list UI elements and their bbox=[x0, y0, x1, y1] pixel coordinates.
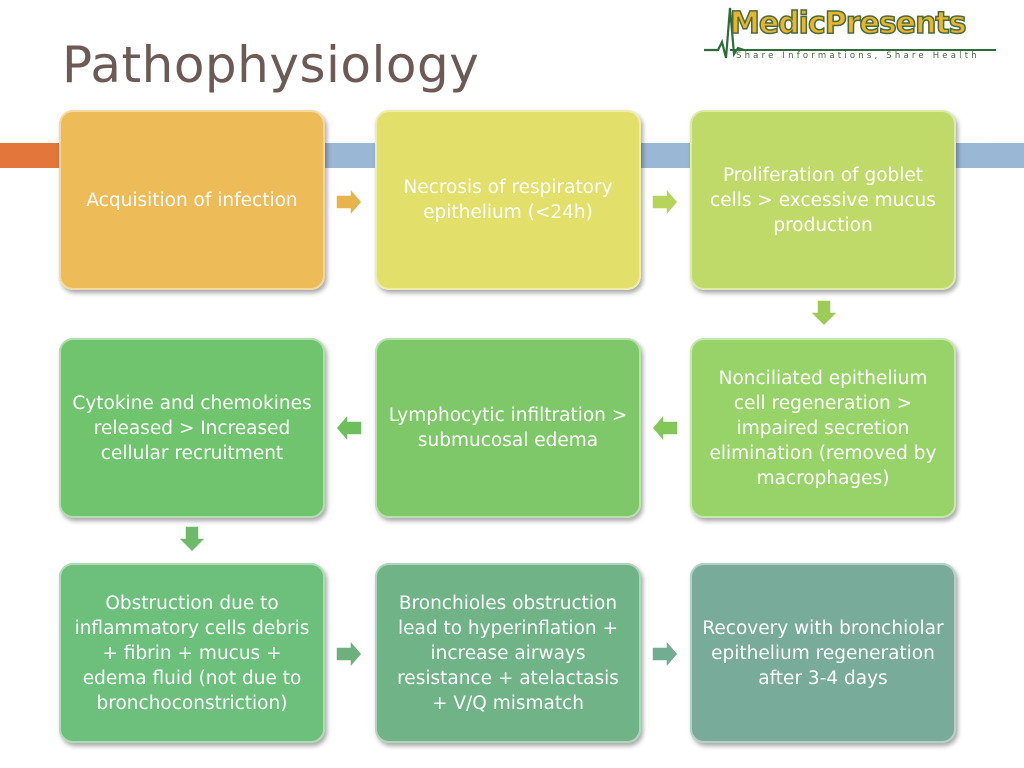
step-label-4: Nonciliated epithelium cell regeneration… bbox=[709, 367, 937, 489]
arrow-down-icon bbox=[808, 299, 840, 328]
pulse-icon bbox=[704, 7, 996, 59]
step-box-7: Obstruction due to inflammatory cells de… bbox=[59, 563, 325, 743]
arrow-left-icon bbox=[651, 412, 679, 444]
step-label-5: Lymphocytic infiltration > submucosal ed… bbox=[388, 405, 628, 451]
accent-bar-left bbox=[0, 143, 70, 168]
step-label-1: Acquisition of infection bbox=[86, 189, 298, 211]
step-label-7: Obstruction due to inflammatory cells de… bbox=[74, 592, 310, 714]
arrow-right-icon bbox=[651, 638, 679, 670]
step-box-2: Necrosis of respiratory epithelium (<24h… bbox=[375, 110, 641, 290]
step-label-6: Cytokine and chemokines released > Incre… bbox=[72, 392, 312, 464]
step-label-9: Recovery with bronchiolar epithelium reg… bbox=[702, 617, 944, 689]
step-box-3: Proliferation of goblet cells > excessiv… bbox=[690, 110, 956, 290]
logo-tagline: Share Informations, Share Health bbox=[736, 51, 980, 61]
arrow-left-icon bbox=[335, 412, 363, 444]
arrow-right-icon bbox=[335, 186, 363, 218]
slide-title: Pathophysiology bbox=[62, 36, 480, 94]
step-box-1: Acquisition of infection bbox=[59, 110, 325, 290]
step-box-6: Cytokine and chemokines released > Incre… bbox=[59, 338, 325, 518]
arrow-down-icon bbox=[176, 525, 208, 554]
arrow-right-icon bbox=[651, 186, 679, 218]
step-box-5: Lymphocytic infiltration > submucosal ed… bbox=[375, 338, 641, 518]
step-label-3: Proliferation of goblet cells > excessiv… bbox=[710, 164, 936, 236]
arrow-right-icon bbox=[335, 638, 363, 670]
step-box-4: Nonciliated epithelium cell regeneration… bbox=[690, 338, 956, 518]
step-label-8: Bronchioles obstruction lead to hyperinf… bbox=[397, 592, 619, 714]
step-box-9: Recovery with bronchiolar epithelium reg… bbox=[690, 563, 956, 743]
logo: MedicPresents Share Informations, Share … bbox=[704, 2, 1004, 64]
step-label-2: Necrosis of respiratory epithelium (<24h… bbox=[403, 177, 613, 223]
logo-name: MedicPresents bbox=[729, 5, 967, 42]
step-box-8: Bronchioles obstruction lead to hyperinf… bbox=[375, 563, 641, 743]
